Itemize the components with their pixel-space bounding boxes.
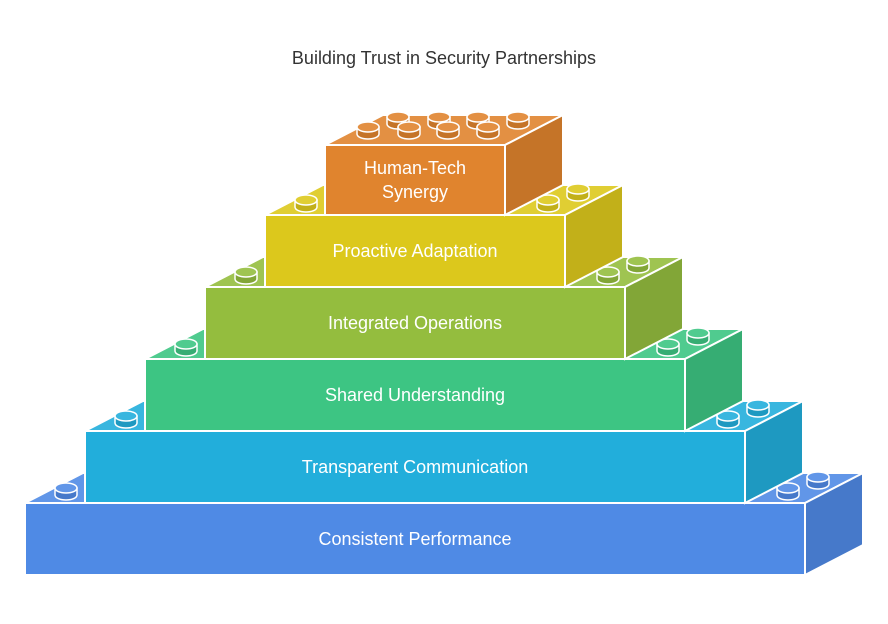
stud [806,471,830,490]
tier-label: Proactive Adaptation [332,241,497,261]
stud [427,111,451,130]
diagram-title: Building Trust in Security Partnerships [291,48,597,68]
tier-label: Synergy [382,182,448,202]
stud [234,266,258,285]
stud [686,327,710,346]
stud-top [114,410,138,422]
stud [356,121,380,140]
tier-front-face [264,214,566,288]
stud [776,482,800,501]
tier-label: Integrated Operations [328,313,502,333]
stud-top [536,194,560,206]
stud-top [566,183,590,195]
stud-top [596,266,620,278]
stud-top [806,471,830,483]
tier-label: Human-Tech [364,158,466,178]
tier-label: Consistent Performance [318,529,511,549]
stud-top [716,410,740,422]
stud [174,338,198,357]
tier-front-face [204,286,626,360]
stud-top [174,338,198,350]
stud-top [427,111,451,123]
stud-top [626,255,650,267]
stud [436,121,460,140]
stud-top [436,121,460,133]
stud [716,410,740,429]
tier-front-face [144,358,686,432]
tier-label: Transparent Communication [302,457,528,477]
tier-front-face [24,502,806,576]
stud [54,482,78,501]
stud-top [466,111,490,123]
stud-top [294,194,318,206]
stud [397,121,421,140]
stud-top [506,111,530,123]
tier-front-face [324,144,506,216]
stud-top [397,121,421,133]
stud [476,121,500,140]
stud-top [476,121,500,133]
stud-top [356,121,380,133]
stud-top [54,482,78,494]
stud-top [656,338,680,350]
stud-top [234,266,258,278]
stud [114,410,138,429]
tier-label: Shared Understanding [325,385,505,405]
stud [596,266,620,285]
stud [626,255,650,274]
stud-top [686,327,710,339]
stud [566,183,590,202]
stud-top [746,399,770,411]
stud [656,338,680,357]
stud-top [776,482,800,494]
stud [294,194,318,213]
stud [746,399,770,418]
stud [536,194,560,213]
stud [506,111,530,130]
stud-top [386,111,410,123]
